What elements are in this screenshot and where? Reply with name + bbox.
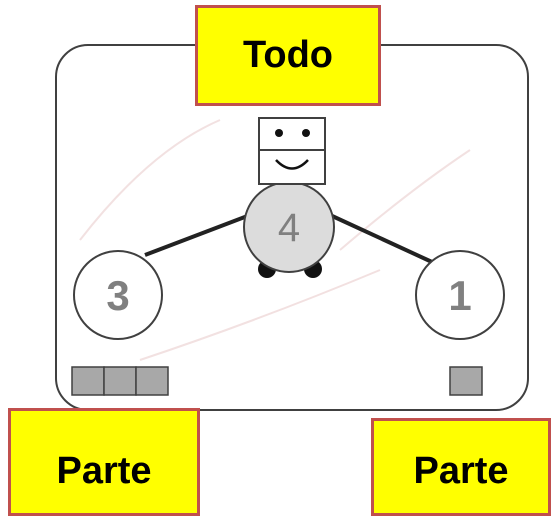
bond-line-left bbox=[144, 213, 251, 257]
part-circle-left bbox=[73, 250, 163, 340]
watermark bbox=[79, 119, 471, 361]
whole-label: Todo bbox=[195, 5, 381, 106]
part-left-number: 3 bbox=[106, 272, 129, 319]
unit-square bbox=[135, 366, 169, 396]
unit-square bbox=[449, 366, 483, 396]
part-right-label: Parte bbox=[371, 418, 551, 516]
part-circle-right bbox=[415, 250, 505, 340]
part-right-number: 1 bbox=[448, 272, 471, 319]
bond-line-right bbox=[329, 213, 433, 264]
robot-eye-right bbox=[302, 129, 310, 137]
unit-squares-right bbox=[449, 366, 483, 396]
unit-square bbox=[103, 366, 137, 396]
unit-squares-left bbox=[71, 366, 169, 396]
robot-eye-left bbox=[275, 129, 283, 137]
whole-number: 4 bbox=[278, 206, 300, 250]
unit-square bbox=[71, 366, 105, 396]
part-left-label: Parte bbox=[8, 408, 200, 516]
robot-smile bbox=[275, 159, 309, 170]
